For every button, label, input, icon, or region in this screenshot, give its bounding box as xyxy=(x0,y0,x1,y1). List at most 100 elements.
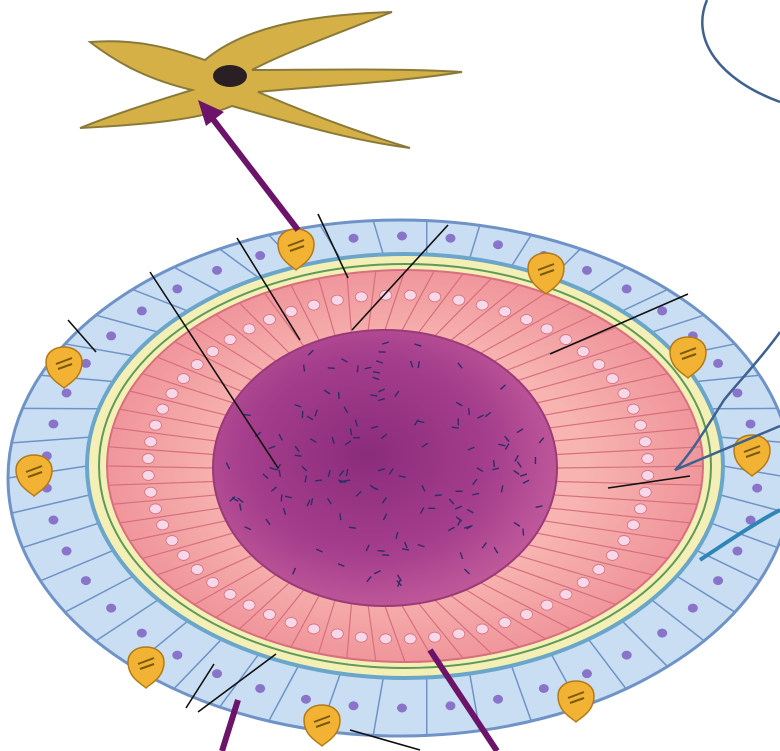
inner-cell-nucleus xyxy=(476,624,488,634)
outer-cell-nucleus xyxy=(62,547,72,556)
inner-cell-nucleus xyxy=(380,634,392,644)
outer-cell-nucleus xyxy=(445,701,455,710)
outer-cell-nucleus xyxy=(62,388,72,397)
outer-cell-nucleus xyxy=(752,484,762,493)
outer-cell-nucleus xyxy=(349,701,359,710)
inner-cell-nucleus xyxy=(157,404,169,414)
outer-cell-nucleus xyxy=(713,359,723,368)
outer-cell-nucleus xyxy=(445,234,455,243)
outer-cell-nucleus xyxy=(212,669,222,678)
inner-cell-nucleus xyxy=(191,360,203,370)
cilium xyxy=(435,495,442,496)
inner-cell-nucleus xyxy=(145,487,157,497)
inner-cell-nucleus xyxy=(308,300,320,310)
inner-cell-nucleus xyxy=(560,589,572,599)
lumen xyxy=(213,330,557,606)
outer-cell-nucleus xyxy=(81,576,91,585)
inner-cell-nucleus xyxy=(642,470,654,480)
inner-cell-nucleus xyxy=(191,564,203,574)
outer-cell-nucleus xyxy=(746,419,756,428)
stellate-cell-icon xyxy=(80,12,462,148)
cilium xyxy=(494,460,495,467)
inner-cell-nucleus xyxy=(639,437,651,447)
inner-cell-nucleus xyxy=(541,324,553,334)
outer-cell-nucleus xyxy=(255,251,265,260)
inner-cell-nucleus xyxy=(618,536,630,546)
inner-cell-nucleus xyxy=(627,404,639,414)
inner-cell-nucleus xyxy=(243,600,255,610)
inner-cell-nucleus xyxy=(635,420,647,430)
cilium xyxy=(357,365,358,372)
inner-cell-nucleus xyxy=(429,292,441,302)
cilium xyxy=(328,368,335,369)
inner-cell-nucleus xyxy=(263,610,275,620)
outer-cell-nucleus xyxy=(212,266,222,275)
outer-cell-nucleus xyxy=(713,576,723,585)
cilium xyxy=(304,365,305,372)
inner-cell-nucleus xyxy=(308,624,320,634)
cilium xyxy=(281,494,282,501)
inner-cell-nucleus xyxy=(263,314,275,324)
inner-cell-nucleus xyxy=(331,295,343,305)
outer-cell-nucleus xyxy=(301,695,311,704)
yellow-cell xyxy=(304,705,340,746)
inner-cell-nucleus xyxy=(453,295,465,305)
cilium xyxy=(295,455,302,456)
inner-cell-nucleus xyxy=(207,578,219,588)
outer-cell-nucleus xyxy=(172,284,182,293)
outer-cell-nucleus xyxy=(48,419,58,428)
inner-cell-nucleus xyxy=(149,504,161,514)
inner-cell-nucleus xyxy=(635,504,647,514)
outer-cell-nucleus xyxy=(622,284,632,293)
inner-cell-nucleus xyxy=(243,324,255,334)
outer-cell-nucleus xyxy=(137,629,147,638)
inner-cell-nucleus xyxy=(476,300,488,310)
inner-cell-nucleus xyxy=(404,634,416,644)
outer-cell-nucleus xyxy=(688,604,698,613)
inner-cell-nucleus xyxy=(618,388,630,398)
inner-cell-nucleus xyxy=(606,374,618,384)
outer-cell-nucleus xyxy=(397,704,407,713)
inner-cell-nucleus xyxy=(149,420,161,430)
inner-cell-nucleus xyxy=(355,632,367,642)
outer-cell-nucleus xyxy=(657,306,667,315)
outer-cell-nucleus xyxy=(493,695,503,704)
inner-cell-nucleus xyxy=(142,470,154,480)
outer-cell-nucleus xyxy=(582,669,592,678)
inner-cell-nucleus xyxy=(145,437,157,447)
outer-cell-nucleus xyxy=(48,516,58,525)
outer-cell-nucleus xyxy=(539,684,549,693)
outer-cell-nucleus xyxy=(657,629,667,638)
inner-cell-nucleus xyxy=(521,314,533,324)
inner-cell-nucleus xyxy=(285,617,297,627)
outer-cell-nucleus xyxy=(582,266,592,275)
inner-cell-nucleus xyxy=(521,610,533,620)
outer-cell-nucleus xyxy=(106,604,116,613)
outer-cell-nucleus xyxy=(349,234,359,243)
inner-cell-nucleus xyxy=(178,550,190,560)
inner-cell-nucleus xyxy=(453,629,465,639)
yellow-cell xyxy=(558,681,594,722)
inner-cell-nucleus xyxy=(642,454,654,464)
inner-cell-nucleus xyxy=(627,520,639,530)
inner-cell-nucleus xyxy=(331,629,343,639)
outer-cell-nucleus xyxy=(255,684,265,693)
inner-cell-nucleus xyxy=(157,520,169,530)
inner-cell-nucleus xyxy=(606,550,618,560)
inner-cell-nucleus xyxy=(560,335,572,345)
outer-cell-nucleus xyxy=(137,306,147,315)
inner-cell-nucleus xyxy=(593,360,605,370)
inner-cell-nucleus xyxy=(224,335,236,345)
inner-cell-nucleus xyxy=(541,600,553,610)
inner-cell-nucleus xyxy=(166,536,178,546)
inner-cell-nucleus xyxy=(499,617,511,627)
inner-cell-nucleus xyxy=(285,307,297,317)
inner-cell-nucleus xyxy=(355,292,367,302)
inner-cell-nucleus xyxy=(404,290,416,300)
outer-cell-nucleus xyxy=(172,651,182,660)
inner-cell-nucleus xyxy=(639,487,651,497)
inner-cell-nucleus xyxy=(593,564,605,574)
cilium xyxy=(244,415,251,416)
inner-cell-nucleus xyxy=(577,578,589,588)
